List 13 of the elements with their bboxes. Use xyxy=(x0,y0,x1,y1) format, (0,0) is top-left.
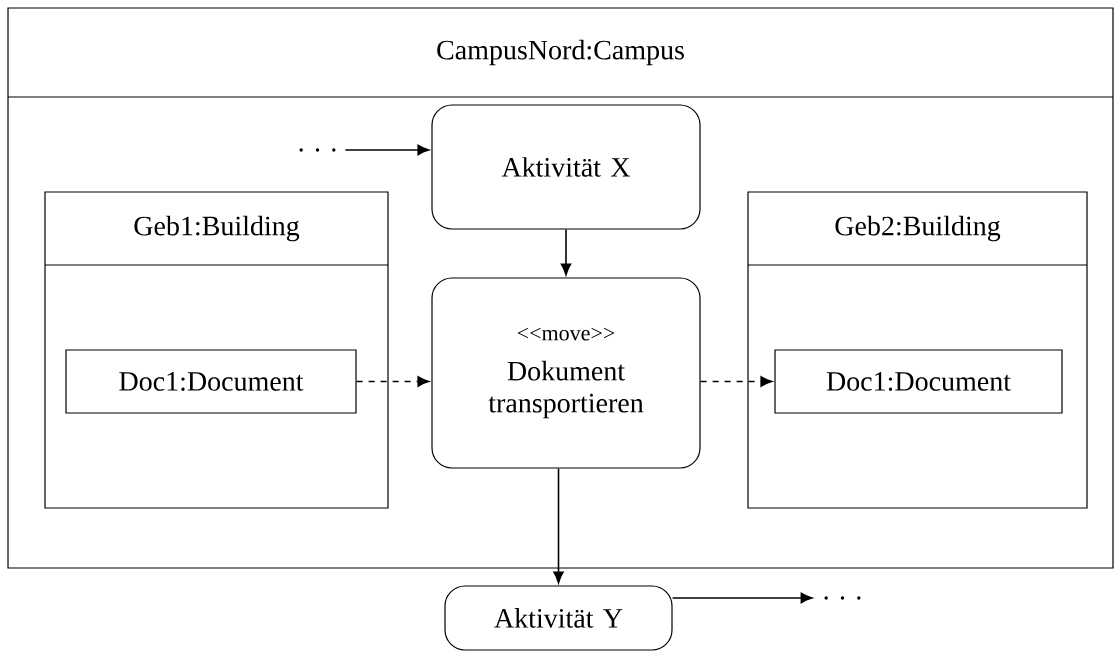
arrow xyxy=(699,376,773,387)
activity-box: <<move>> Dokument transportieren xyxy=(431,277,701,469)
activity-box: Aktivität Y xyxy=(444,585,673,651)
arrow xyxy=(344,144,430,156)
arrow xyxy=(553,467,564,584)
arrow xyxy=(671,592,813,604)
object-box: Doc1:Document xyxy=(65,349,357,414)
arrow xyxy=(560,228,572,276)
ellipsis-text: . . . xyxy=(299,148,336,152)
activity-box: Aktivität X xyxy=(431,104,701,230)
arrow xyxy=(355,376,430,387)
object-box: Doc1:Document xyxy=(774,349,1063,414)
ellipsis-text: . . . xyxy=(824,596,861,600)
